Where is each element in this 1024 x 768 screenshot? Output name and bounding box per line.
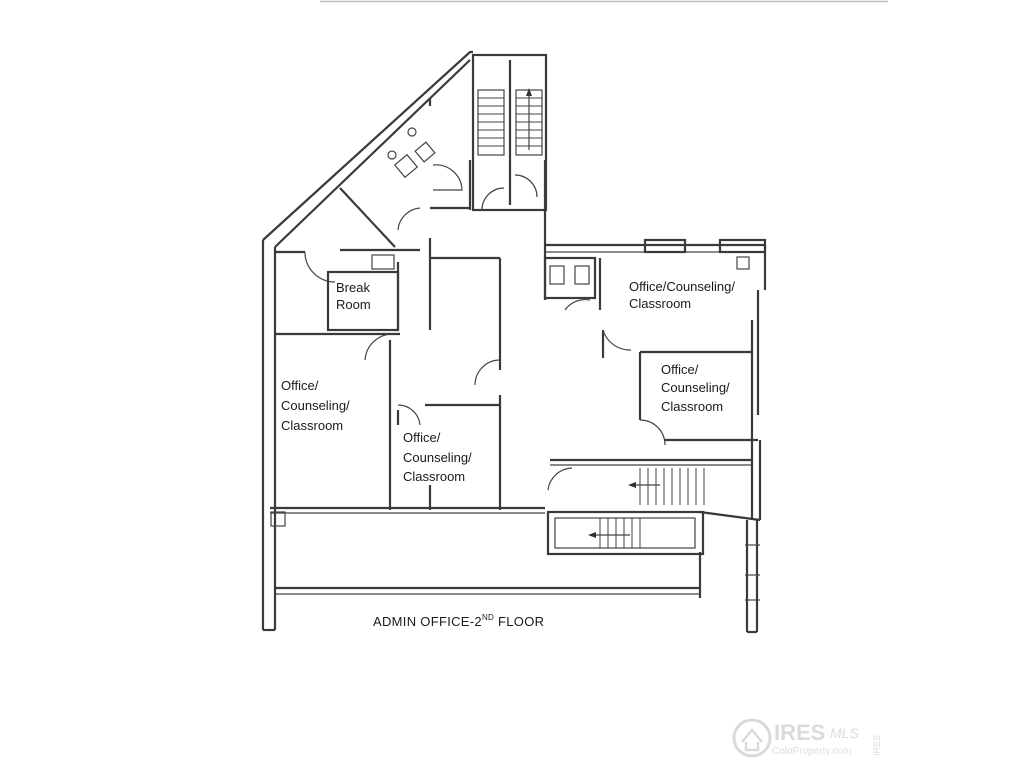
- break-room-label: Break Room: [336, 280, 371, 312]
- watermark-side-text: IRES: [872, 735, 882, 756]
- office-left-line-3: Classroom: [281, 418, 343, 433]
- office-mid-right-line-2: Counseling/: [661, 380, 730, 395]
- watermark-mls: MLS: [830, 725, 859, 741]
- caption-main: ADMIN OFFICE-2: [373, 614, 482, 629]
- interior-walls: [270, 238, 545, 527]
- caption-tail: FLOOR: [494, 614, 544, 629]
- watermark-logo-icon: [732, 718, 772, 758]
- office-top-right-line-2: Classroom: [629, 296, 691, 311]
- office-left-label: Office/ Counseling/ Classroom: [281, 378, 350, 433]
- stairwell-bottom: [546, 458, 761, 556]
- office-center-line-2: Counseling/: [403, 450, 472, 465]
- stairwell-top: [471, 53, 548, 212]
- watermark-brand: IRES: [774, 720, 825, 745]
- office-center-line-3: Classroom: [403, 469, 465, 484]
- office-left-line-2: Counseling/: [281, 398, 350, 413]
- office-top-right-line-1: Office/Counseling/: [629, 279, 735, 294]
- watermark-site: ColoProperty.com: [772, 746, 851, 757]
- office-mid-right-line-3: Classroom: [661, 399, 723, 414]
- office-left-line-1: Office/: [281, 378, 319, 393]
- office-center-label: Office/ Counseling/ Classroom: [403, 430, 472, 484]
- ires-watermark: IRES MLS ColoProperty.com IRES: [732, 718, 882, 758]
- break-room-line-2: Room: [336, 297, 371, 312]
- floor-caption: ADMIN OFFICE-2ND FLOOR: [373, 613, 544, 629]
- break-room-line-1: Break: [336, 280, 370, 295]
- right-rooms: [543, 160, 767, 520]
- office-top-right-label: Office/Counseling/ Classroom: [629, 279, 735, 311]
- caption-superscript: ND: [482, 613, 494, 622]
- outer-walls: [261, 50, 760, 634]
- office-mid-right-label: Office/ Counseling/ Classroom: [661, 362, 730, 414]
- office-center-line-1: Office/: [403, 430, 441, 445]
- restrooms: [339, 98, 472, 248]
- office-mid-right-line-1: Office/: [661, 362, 699, 377]
